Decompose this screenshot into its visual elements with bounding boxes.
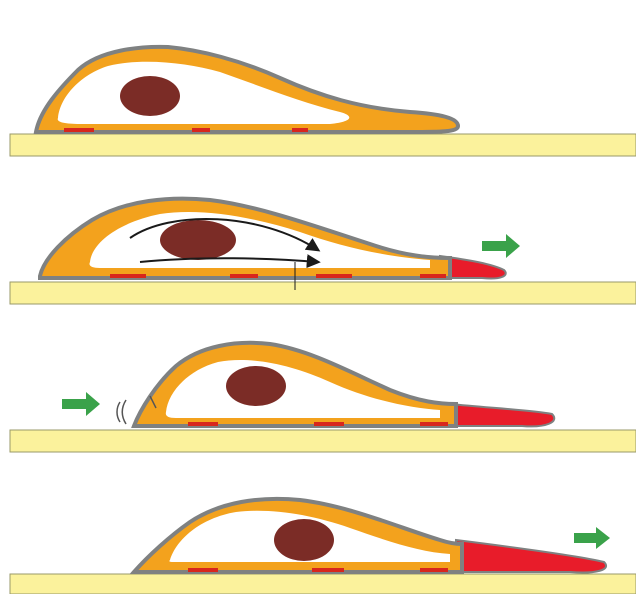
panel-stage-1 (10, 47, 636, 156)
substrate-3 (10, 430, 636, 452)
panel-stage-2 (10, 199, 636, 304)
substrate-4 (10, 574, 636, 594)
protrusion-4 (456, 540, 606, 573)
rear-arrow-3 (62, 392, 100, 416)
substrate-2 (10, 282, 636, 304)
nucleus-1 (120, 76, 180, 116)
nucleus-3 (226, 366, 286, 406)
substrate-1 (10, 134, 636, 156)
forward-arrow-4 (574, 527, 610, 549)
forward-arrow-2 (482, 234, 520, 258)
nucleus-2 (160, 220, 236, 260)
panel-stage-4 (10, 499, 636, 594)
panel-stage-3 (10, 343, 636, 452)
nucleus-4 (274, 519, 334, 561)
protrusion-3 (450, 404, 554, 426)
